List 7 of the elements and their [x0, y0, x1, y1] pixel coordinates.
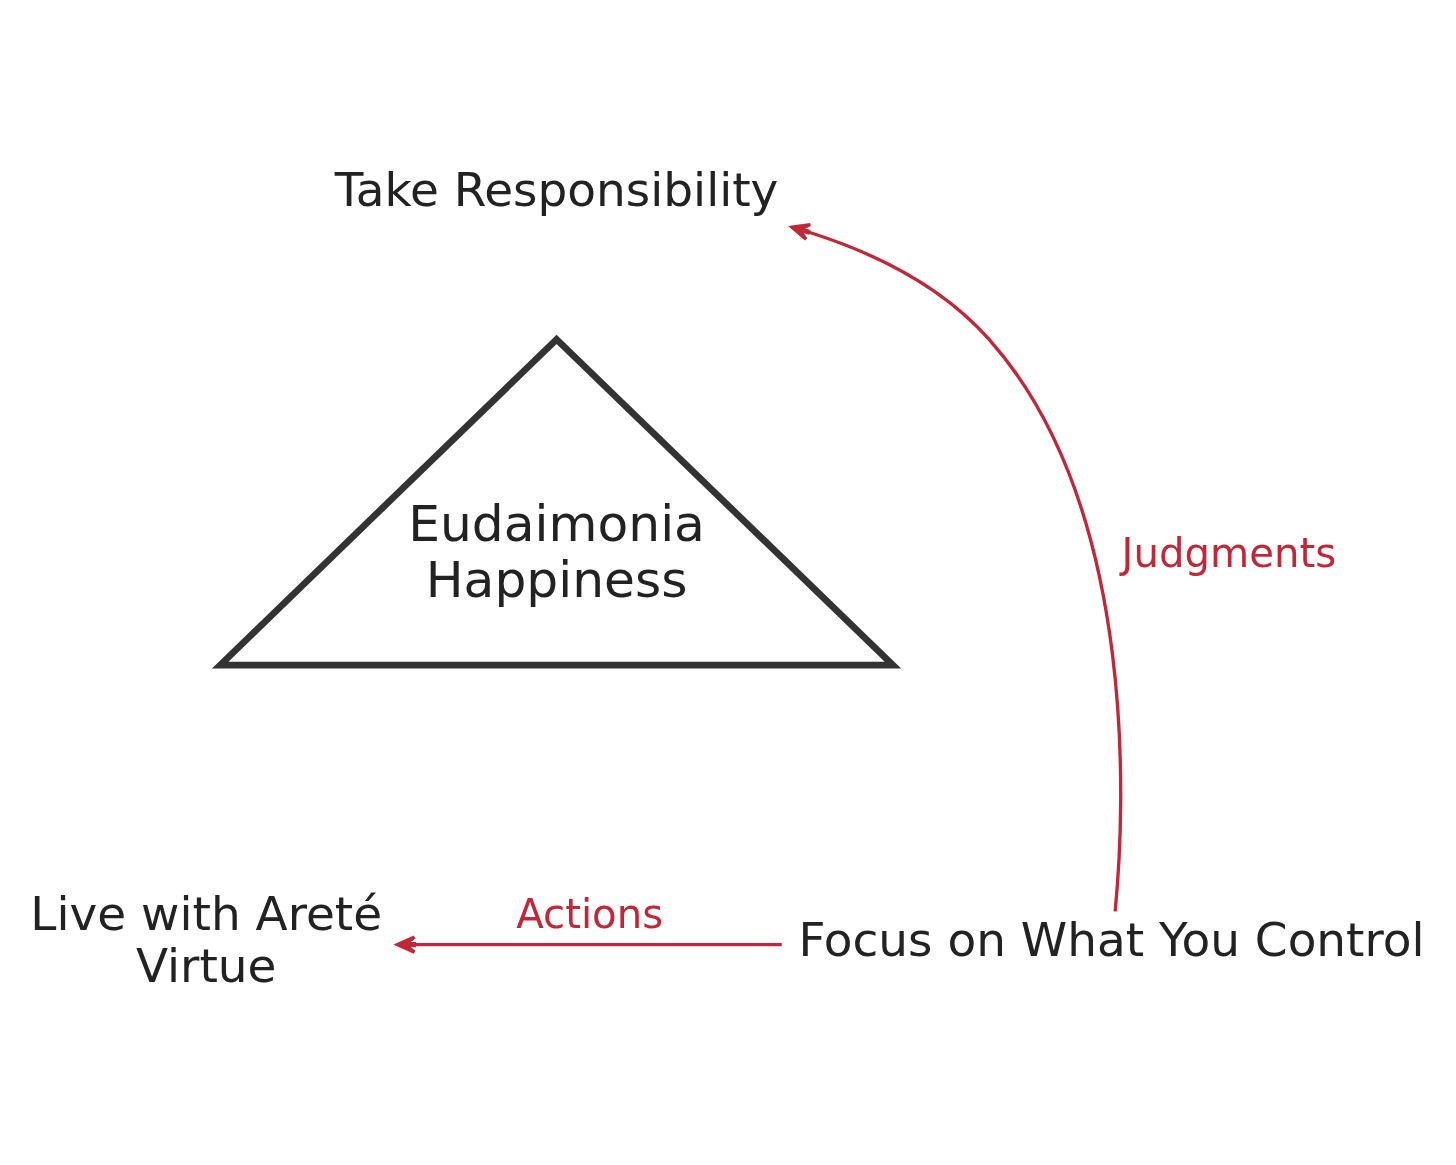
node-text: Live with Areté Virtue	[30, 886, 383, 994]
node-text: Focus on What You Control	[798, 912, 1425, 968]
arrow	[395, 935, 782, 954]
edge-label: Actions	[516, 891, 664, 938]
node-text: Take Responsibility	[334, 161, 779, 217]
arrow	[790, 223, 1123, 912]
edge-label: Judgments	[1121, 529, 1337, 576]
